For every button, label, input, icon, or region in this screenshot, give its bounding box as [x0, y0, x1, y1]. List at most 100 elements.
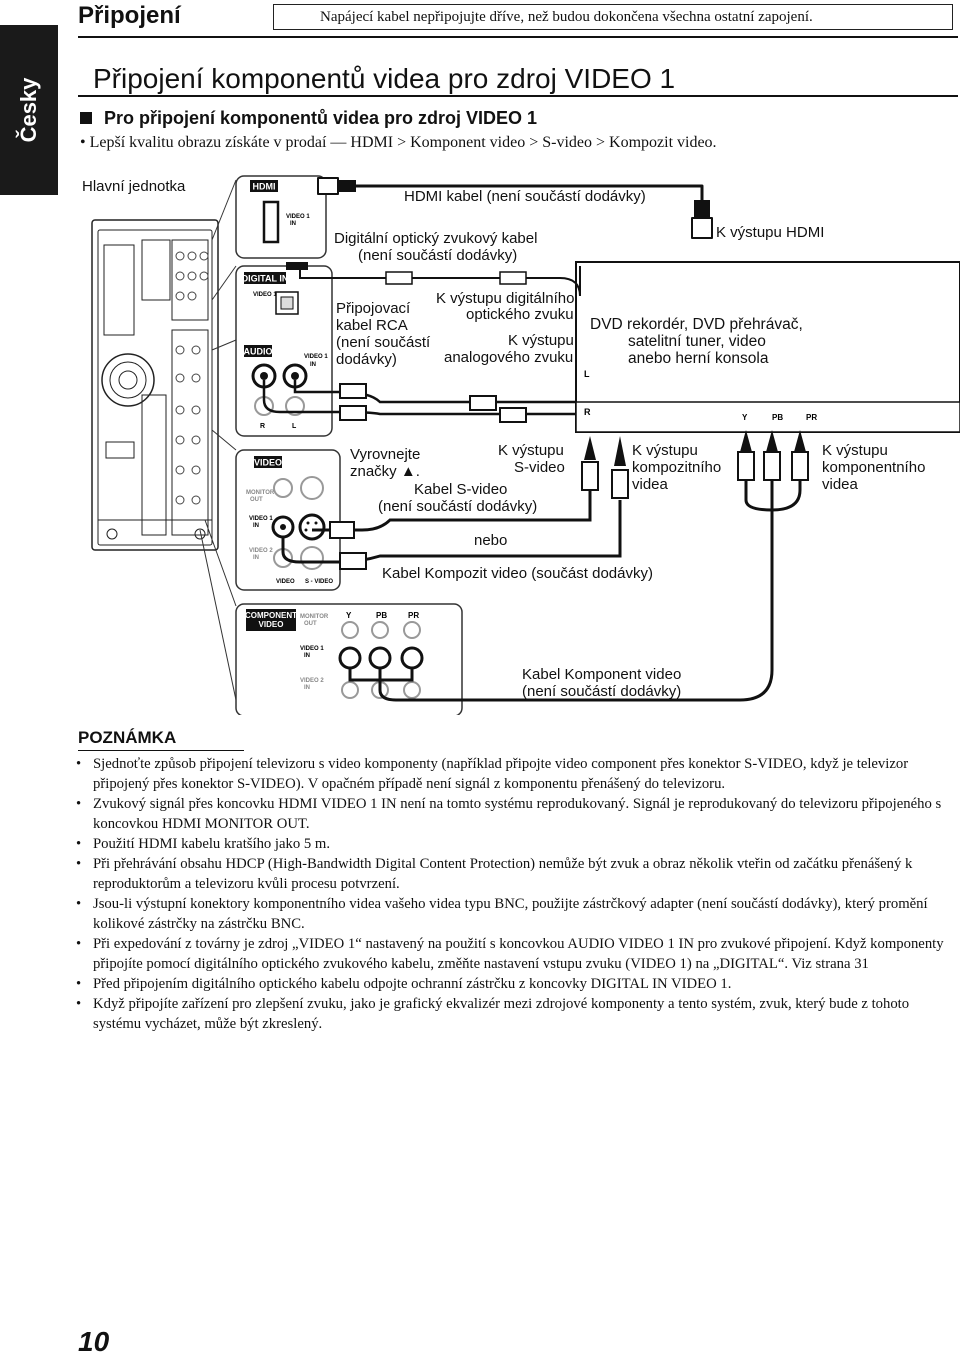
digital-audio-panel-inset: DIGITAL IN VIDEO 1 AUDIO VIDEO 1 IN R L: [235, 265, 333, 437]
video-jack-label: VIDEO: [276, 579, 295, 585]
comp-video1-label: VIDEO 1: [300, 646, 324, 652]
power-cable-warning: Napájecí kabel nepřipojujte dříve, než b…: [273, 4, 953, 30]
intro-text: • Lepší kvalitu obrazu získáte v prodaí …: [80, 134, 717, 151]
language-tab-label: Česky: [16, 77, 41, 143]
component-cable: [348, 430, 809, 702]
connection-diagram: HDMI VIDEO 1 IN DIGITAL IN VIDEO 1 AUDIO…: [91, 175, 960, 715]
component-out-label-3: videa: [822, 476, 858, 493]
component-y-label: Y: [346, 611, 352, 620]
align-marks-label-2: značky ▲.: [350, 463, 420, 480]
device-l-label: L: [584, 369, 590, 379]
hdmi-cable: [317, 177, 713, 239]
comp-video2-in-label: IN: [304, 685, 310, 691]
composite-out-label-2: kompozitního: [632, 459, 722, 476]
rca-cable-label-2: kabel RCA: [336, 317, 408, 334]
notes-list: Sjednoťte způsob připojení televizoru s …: [76, 754, 956, 1034]
or-label: nebo: [474, 532, 508, 549]
component-pr-label: PR: [408, 611, 419, 620]
square-bullet-icon: [80, 112, 92, 124]
note-item: Při expedování z továrny je zdroj „VIDEO…: [76, 934, 956, 974]
composite-cable: [281, 436, 629, 570]
device-pr-label: PR: [806, 413, 817, 422]
device-y-label: Y: [742, 413, 748, 422]
svideo-out-label-1: K výstupu: [498, 442, 564, 459]
source-device-label-2: satelitní tuner, video: [628, 333, 766, 350]
hdmi-video1-label: VIDEO 1: [286, 214, 310, 220]
optical-cable-label-1: Digitální optický zvukový kabel: [334, 230, 538, 247]
analog-out-label-1: K výstupu: [508, 332, 574, 349]
composite-cable-label: Kabel Kompozit video (součást dodávky): [382, 565, 653, 582]
digital-video1-label: VIDEO 1: [253, 292, 277, 298]
optical-cable: [286, 262, 581, 297]
rca-cable-label-4: dodávky): [336, 351, 397, 368]
svideo-cable-label-2: (není součástí dodávky): [378, 498, 538, 515]
comp-video1-in-label: IN: [304, 653, 310, 659]
video-panel-inset: VIDEO MONITOR OUT VIDEO 1 IN VIDEO 2 IN …: [235, 449, 341, 591]
component-out-label-2: komponentního: [822, 459, 926, 476]
main-unit-label: Hlavní jednotka: [82, 178, 186, 195]
digital-out-label-1: K výstupu digitálního: [436, 290, 575, 307]
video2-label: VIDEO 2: [249, 548, 273, 554]
subheading: Pro připojení komponentů videa pro zdroj…: [80, 108, 537, 129]
rca-cable-label-3: (není součástí: [336, 334, 431, 351]
video1-in-label: IN: [253, 523, 259, 529]
video2-in-label: IN: [253, 555, 259, 561]
device-pb-label: PB: [772, 413, 783, 422]
audio-in-label: IN: [310, 362, 316, 368]
subheading-text: Pro připojení komponentů videa pro zdroj…: [104, 108, 538, 128]
audio-l-label: L: [292, 423, 297, 430]
panel-jacks: [175, 251, 209, 505]
analog-out-label-2: analogového zvuku: [444, 349, 574, 366]
svideo-jack-label: S - VIDEO: [305, 579, 333, 585]
source-device-label-1: DVD rekordér, DVD přehrávač,: [590, 316, 803, 333]
comp-monitor-label: MONITOR: [300, 614, 329, 620]
composite-out-label-3: videa: [632, 476, 668, 493]
note-item: Jsou-li výstupní konektory komponentního…: [76, 894, 956, 934]
source-device-panel: L R Y PB PR: [575, 261, 960, 433]
device-r-label: R: [584, 407, 591, 417]
section-rule: [78, 95, 958, 97]
note-item: Zvukový signál přes koncovku HDMI VIDEO …: [76, 794, 956, 834]
component-label-line2: VIDEO: [259, 620, 284, 629]
note-item: Sjednoťte způsob připojení televizoru s …: [76, 754, 956, 794]
note-item: Před připojením digitálního optického ka…: [76, 974, 956, 994]
rca-cable-label-1: Připojovací: [336, 300, 411, 317]
align-marks-label-1: Vyrovnejte: [350, 446, 421, 463]
hdmi-out-label: K výstupu HDMI: [716, 224, 825, 241]
composite-out-label-1: K výstupu: [632, 442, 698, 459]
svideo-cable-label-1: Kabel S-video: [414, 481, 508, 498]
component-cable-label-1: Kabel Komponent video: [522, 666, 682, 683]
component-panel-inset: COMPONENT VIDEO Y PB PR MONITOR OUT VIDE…: [235, 603, 463, 715]
source-device-label-3: anebo herní konsola: [628, 350, 769, 367]
video1-label: VIDEO 1: [249, 516, 273, 522]
video-panel-label: VIDEO: [254, 458, 282, 468]
note-item: Když připojíte zařízení pro zlepšení zvu…: [76, 994, 956, 1034]
zoom-guides: [199, 179, 237, 701]
hdmi-panel-inset: HDMI VIDEO 1 IN: [235, 175, 327, 259]
audio-video1-label: VIDEO 1: [304, 354, 328, 360]
comp-video2-label: VIDEO 2: [300, 678, 324, 684]
main-unit-rear-panel: [91, 219, 219, 551]
rca-audio-cable: [262, 380, 576, 423]
hdmi-cable-label: HDMI kabel (není součástí dodávky): [404, 188, 646, 205]
video-out-label: OUT: [250, 497, 263, 503]
header-rule: [78, 36, 958, 38]
page-header-title: Připojení: [78, 2, 181, 29]
audio-r-label: R: [260, 423, 265, 430]
component-label-line1: COMPONENT: [245, 611, 297, 620]
notes-heading: POZNÁMKA: [78, 728, 177, 747]
svideo-cable: [312, 436, 599, 539]
notes-heading-rule: [78, 750, 244, 751]
hdmi-in-label: IN: [290, 221, 296, 227]
section-title: Připojení komponentů videa pro zdroj VID…: [93, 63, 676, 94]
video-monitor-label: MONITOR: [246, 490, 275, 496]
language-tab: Česky: [0, 25, 58, 195]
component-out-label-1: K výstupu: [822, 442, 888, 459]
optical-cable-label-2: (není součástí dodávky): [358, 247, 518, 264]
comp-out-label: OUT: [304, 621, 317, 627]
note-item: Použití HDMI kabelu kratšího jako 5 m.: [76, 834, 956, 854]
digital-in-label: DIGITAL IN: [242, 274, 289, 284]
note-item: Při přehrávání obsahu HDCP (High-Bandwid…: [76, 854, 956, 894]
page-number: 10: [78, 1326, 110, 1357]
audio-panel-label: AUDIO: [244, 347, 273, 357]
